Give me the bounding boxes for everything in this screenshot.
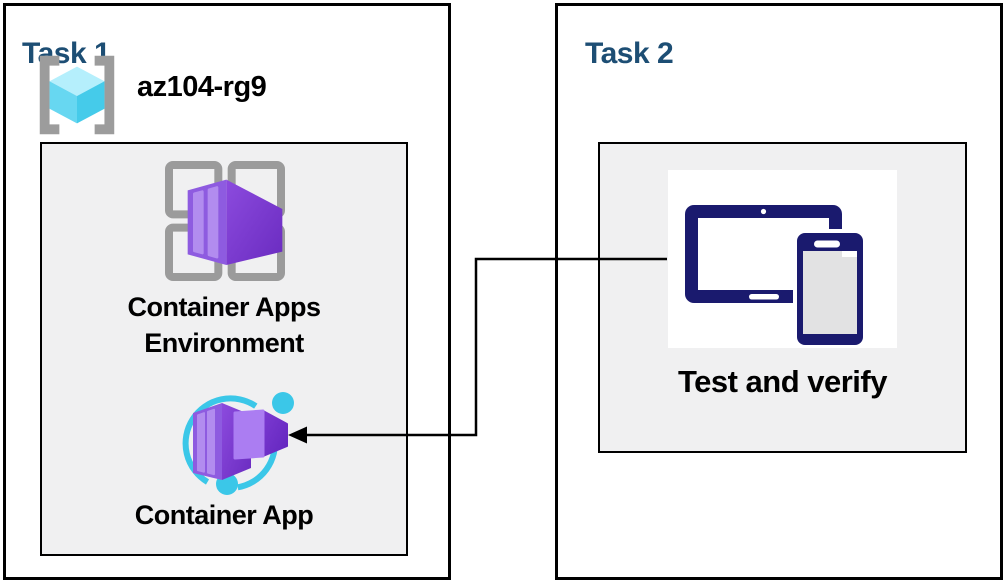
phone-speaker-slot [814,240,840,248]
tablet-home-slot [749,294,779,300]
test-and-verify-label: Test and verify [677,364,888,399]
tablet-camera-dot [760,208,767,215]
resource-group-icon [39,55,115,135]
devices-tablet-phone-icon [685,205,867,348]
bracket-left [39,55,60,135]
phone-screen [803,251,857,334]
device-panel [668,170,897,348]
container-box [187,179,283,265]
container-box [193,403,288,480]
container-app-icon [182,392,294,495]
container-apps-environment-label: Container Apps Environment [127,292,321,358]
resource-group-name: az104-rg9 [137,71,267,103]
task2-title: Task 2 [585,36,674,70]
container-apps-environment-icon [165,161,285,281]
container-app-label: Container App [134,500,314,530]
bracket-right [94,55,115,135]
phone [793,229,867,348]
replica-dot-top [272,392,294,414]
